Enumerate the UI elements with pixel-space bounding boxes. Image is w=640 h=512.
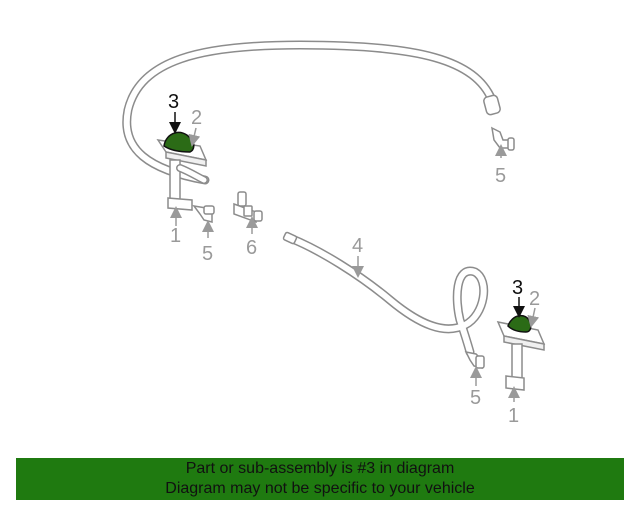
banner-line-part: Part or sub-assembly is #3 in diagram (185, 460, 455, 477)
washer-nozzle-left (163, 131, 195, 153)
callout-1-right: 1 (508, 405, 519, 427)
elbow-connector-bottom (464, 350, 485, 369)
callout-2-left: 2 (191, 107, 202, 129)
callout-5-bottom: 5 (470, 387, 481, 409)
nozzle-assembly-right (496, 314, 546, 391)
callout-3-left: 3 (168, 91, 179, 113)
elbow-connector-left (192, 204, 215, 223)
upper-washer-hose (122, 40, 501, 185)
tee-connector (233, 191, 263, 224)
callout-5-left: 5 (202, 243, 213, 265)
leader-arrows (169, 112, 540, 402)
callout-5-top-right: 5 (495, 165, 506, 187)
washer-hose-main (282, 231, 489, 357)
callout-2-right: 2 (529, 288, 540, 310)
callout-1-left: 1 (170, 225, 181, 247)
callout-6: 6 (246, 237, 257, 259)
callout-3-right: 3 (512, 277, 523, 299)
banner-line-disclaimer: Diagram may not be specific to your vehi… (165, 480, 475, 497)
elbow-connector-top-right (491, 126, 515, 151)
callout-4: 4 (352, 235, 363, 257)
diagram-notice-banner: Part or sub-assembly is #3 in diagram Di… (16, 458, 624, 500)
